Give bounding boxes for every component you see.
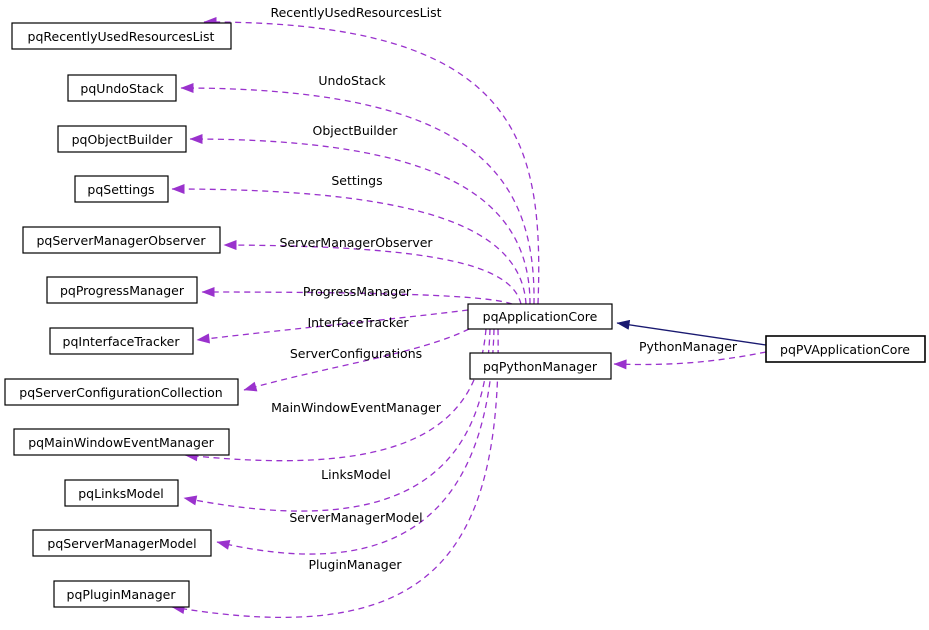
node-box [32, 529, 212, 557]
edge-recentlyusedresourceslist [203, 16, 540, 305]
node-box [67, 74, 177, 102]
edge-linksmodel [183, 328, 491, 512]
node-box [469, 352, 612, 380]
node-label: pqServerConfigurationCollection [19, 385, 222, 400]
edge-label-settings: Settings [331, 173, 382, 188]
node-box [22, 226, 221, 254]
node-label: pqPVApplicationCore [780, 342, 910, 357]
node-pqsettings[interactable]: pqSettings [74, 175, 169, 203]
node-label: pqInterfaceTracker [63, 334, 181, 349]
node-box [49, 327, 194, 355]
edge-label-mainwindoweventmanager: MainWindowEventManager [271, 400, 442, 415]
edge-settings [171, 184, 527, 305]
node-pqserverconfigurationcollection[interactable]: pqServerConfigurationCollection [4, 378, 239, 406]
edge-label-linksmodel: LinksModel [321, 467, 391, 482]
node-label: pqMainWindowEventManager [28, 435, 214, 450]
node-label: pqRecentlyUsedResourcesList [28, 29, 215, 44]
edge-progressmanager [201, 287, 513, 305]
node-pqpluginmanager[interactable]: pqPluginManager [53, 580, 190, 608]
node-pqrecentlyusedresourceslist[interactable]: pqRecentlyUsedResourcesList [11, 22, 232, 50]
node-pqmainwindoweventmanager[interactable]: pqMainWindowEventManager [13, 428, 230, 456]
edge-undostack [180, 83, 535, 305]
node-pqinterfacetracker[interactable]: pqInterfaceTracker [49, 327, 194, 355]
node-box [74, 175, 169, 203]
node-box [57, 125, 187, 153]
node-label: pqPythonManager [483, 359, 598, 374]
node-box [13, 428, 230, 456]
node-box [46, 276, 198, 304]
node-label: pqLinksModel [78, 486, 164, 501]
node-pqservermanagerobserver[interactable]: pqServerManagerObserver [22, 226, 221, 254]
edge-serverconfigurations [243, 328, 470, 392]
edge-objectbuilder [189, 134, 531, 305]
edge-label-servermanagerobserver: ServerManagerObserver [279, 235, 433, 250]
node-box [4, 378, 239, 406]
node-box [11, 22, 232, 50]
node-label: pqPluginManager [67, 587, 177, 602]
node-box [64, 479, 179, 507]
node-box [53, 580, 190, 608]
edge-label-objectbuilder: ObjectBuilder [313, 123, 399, 138]
edge-label-pluginmanager: PluginManager [308, 557, 402, 572]
node-label: pqProgressManager [60, 283, 185, 298]
node-label: pqUndoStack [80, 81, 164, 96]
node-pqapplicationcore[interactable]: pqApplicationCore [467, 303, 613, 330]
node-pqlinksmodel[interactable]: pqLinksModel [64, 479, 179, 507]
node-label: pqServerManagerObserver [37, 233, 207, 248]
node-pqpvapplicationcore: pqPVApplicationCore [765, 335, 926, 363]
edge-inheritance [616, 319, 767, 346]
edge-pluginmanager [171, 328, 499, 619]
node-pqobjectbuilder[interactable]: pqObjectBuilder [57, 125, 187, 153]
node-pqservermanagermodel[interactable]: pqServerManagerModel [32, 529, 212, 557]
edge-pythonmanager [613, 351, 767, 370]
edge-label-undostack: UndoStack [318, 73, 386, 88]
node-pqundostack[interactable]: pqUndoStack [67, 74, 177, 102]
edge-label-servermanagermodel: ServerManagerModel [289, 510, 422, 525]
node-label: pqObjectBuilder [72, 132, 174, 147]
edge-interfacetracker [196, 309, 469, 344]
edge-label-interfacetracker: InterfaceTracker [307, 315, 409, 330]
node-pqpythonmanager[interactable]: pqPythonManager [469, 352, 612, 380]
node-label: pqApplicationCore [483, 309, 598, 324]
node-pqprogressmanager[interactable]: pqProgressManager [46, 276, 198, 304]
node-label: pqSettings [87, 182, 154, 197]
node-label: pqServerManagerModel [47, 536, 196, 551]
edge-label-progressmanager: ProgressManager [303, 284, 412, 299]
edge-label-serverconfigurations: ServerConfigurations [290, 346, 422, 361]
node-box [467, 303, 613, 330]
node-box-highlighted [765, 335, 926, 363]
edge-label-pythonmanager: PythonManager [639, 339, 738, 354]
edge-label-recentlyusedresourceslist: RecentlyUsedResourcesList [270, 5, 441, 20]
